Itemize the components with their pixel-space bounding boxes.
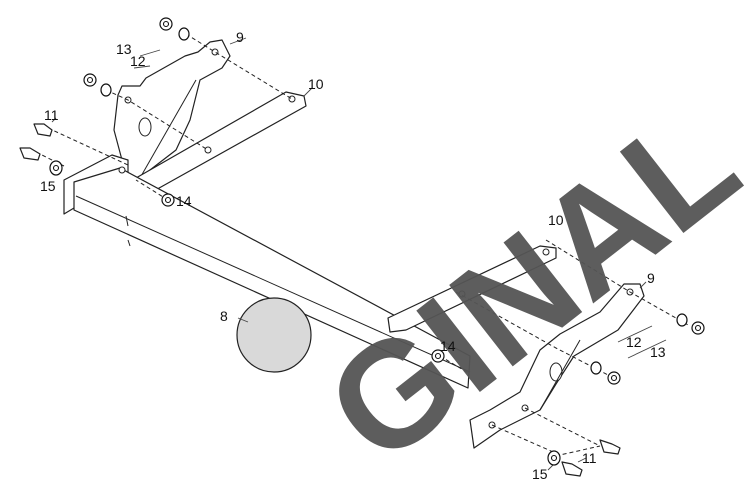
callout-12-left: 12 [130, 53, 146, 69]
callout-13-left: 13 [116, 41, 132, 57]
tow-ball [236, 297, 312, 373]
callout-labels: 8 9 9 10 10 11 11 12 12 13 13 14 14 15 1… [40, 29, 666, 482]
callout-11-left: 11 [44, 107, 59, 123]
callout-10-right: 10 [548, 212, 564, 228]
cross-beam [63, 154, 471, 389]
callout-15-left: 15 [40, 178, 56, 194]
right-fasteners [431, 313, 705, 477]
right-rail [387, 245, 557, 333]
callout-12-right: 12 [626, 334, 642, 350]
callout-11-right: 11 [582, 450, 597, 466]
washer-icon [676, 313, 688, 327]
callout-15-right: 15 [532, 466, 548, 482]
callout-8: 8 [220, 308, 228, 324]
callout-14-left: 14 [176, 193, 192, 209]
callout-10-left: 10 [308, 76, 324, 92]
bolt-icon [19, 147, 41, 161]
callout-9-right: 9 [647, 270, 655, 286]
callout-14-right: 14 [440, 338, 456, 354]
washer-icon [100, 83, 112, 97]
leader-lines [51, 37, 667, 471]
washer-icon [590, 361, 602, 375]
bolt-icon [599, 439, 621, 455]
left-fasteners [19, 17, 190, 207]
callout-13-right: 13 [650, 344, 666, 360]
bolt-icon [561, 461, 583, 477]
watermark-text: GINAL [296, 76, 750, 489]
callout-9-left: 9 [236, 29, 244, 45]
bolt-icon [33, 123, 53, 137]
washer-icon [178, 27, 190, 41]
right-side-bracket [469, 283, 645, 449]
